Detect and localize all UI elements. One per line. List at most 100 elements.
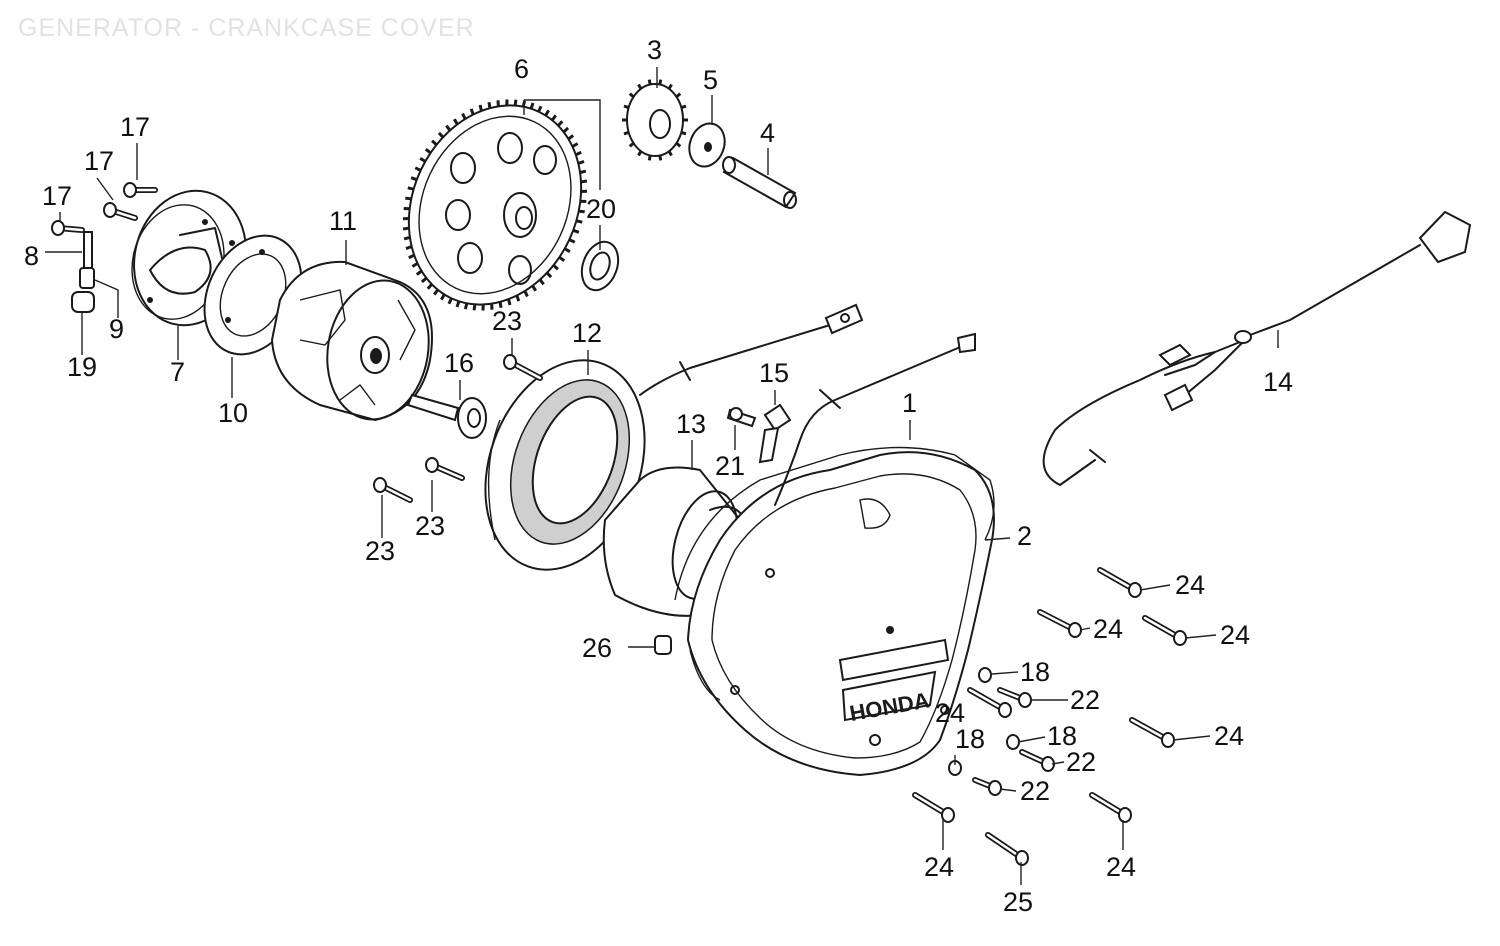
- bolt-head: [1015, 850, 1029, 866]
- gear-tooth: [568, 238, 576, 244]
- bolt-25: [985, 832, 1029, 866]
- callout-23-c: 23: [365, 536, 395, 566]
- leader-24a: [1139, 584, 1171, 591]
- spring-8: [83, 231, 93, 273]
- callout-13: 13: [676, 409, 706, 439]
- callout-23-b: 23: [415, 511, 445, 541]
- callout-24-e: 24: [1214, 721, 1244, 751]
- dowel-pin-26: [654, 635, 672, 655]
- callout-17-a: 17: [120, 112, 150, 142]
- leader-18b: [1017, 736, 1046, 743]
- gear-tooth: [433, 288, 440, 296]
- gear-tooth: [507, 298, 512, 306]
- callout-18-b: 18: [1047, 721, 1077, 751]
- callout-20: 20: [586, 194, 616, 224]
- stator-wire-harness: [639, 303, 976, 506]
- gear-tooth: [567, 134, 575, 141]
- callout-19: 19: [67, 352, 97, 382]
- callout-8: 8: [24, 241, 39, 271]
- bolt-head: [123, 182, 137, 198]
- callout-24-c: 24: [1220, 620, 1250, 650]
- bolt-head: [998, 702, 1012, 718]
- callout-15: 15: [759, 358, 789, 388]
- gear-tooth: [623, 130, 630, 136]
- washer-18-2: [1006, 734, 1020, 750]
- gear-tooth: [571, 142, 579, 148]
- gear-tooth: [445, 124, 452, 132]
- gear-tooth: [637, 83, 643, 90]
- gear-tooth: [437, 131, 445, 139]
- callout-17-c: 17: [42, 181, 72, 211]
- part-15-wire-clamp: [758, 403, 792, 464]
- callout-24-a: 24: [1175, 570, 1205, 600]
- gear-tooth: [628, 92, 635, 99]
- bolt-23-b: [425, 457, 465, 481]
- gear-tooth: [452, 118, 459, 126]
- gear-tooth: [469, 108, 475, 116]
- gear-tooth: [577, 160, 585, 165]
- bolt-24-d: [967, 687, 1012, 718]
- callout-10: 10: [218, 398, 248, 428]
- callout-2: 2: [1017, 521, 1032, 551]
- bolt-head: [51, 220, 65, 236]
- leader-18a: [991, 671, 1019, 675]
- gear-tooth: [414, 166, 422, 172]
- leader-9: [94, 279, 119, 318]
- leader-22c: [999, 788, 1017, 792]
- leader-6-20: [524, 99, 601, 190]
- bolt-head: [1018, 692, 1032, 708]
- gear-tooth: [419, 157, 427, 163]
- callout-24-f: 24: [924, 852, 954, 882]
- callout-24-d: 24: [935, 698, 965, 728]
- part-21-clamp-bolt: [726, 407, 757, 428]
- part-1-crankcase-cover: HONDA: [686, 451, 995, 777]
- callout-24-g: 24: [1106, 852, 1136, 882]
- gear-tooth: [523, 290, 529, 298]
- gear-tooth: [410, 176, 418, 182]
- gear-tooth: [552, 264, 559, 271]
- gear-tooth: [408, 253, 415, 260]
- part-14-wire-harness: [1042, 210, 1472, 486]
- callout-labels: 1 2 3 4 5 6 7 8 9 10 11 12 13 14 15 16 1…: [24, 35, 1293, 917]
- callout-21: 21: [715, 451, 745, 481]
- bolt-head: [425, 457, 439, 473]
- leader-2: [984, 537, 1011, 541]
- callout-24-b: 24: [1093, 614, 1123, 644]
- part-12-stator: [484, 359, 646, 571]
- bolt-22-b: [1019, 749, 1055, 772]
- gear-tooth: [424, 148, 432, 155]
- gear-tooth: [563, 247, 571, 253]
- leader-lines: [45, 67, 1279, 885]
- leader-24c: [1184, 634, 1217, 639]
- callout-9: 9: [109, 314, 124, 344]
- gear-tooth: [472, 304, 477, 311]
- gear-tooth: [545, 271, 553, 279]
- washer-18-1: [978, 667, 992, 683]
- part-3-reduction-gear: [622, 79, 688, 161]
- callout-23-a: 23: [492, 306, 522, 336]
- part-6-starter-driven-gear: [402, 99, 588, 311]
- gear-tooth: [405, 196, 412, 201]
- callout-22-c: 22: [1020, 776, 1050, 806]
- bolt-head: [503, 354, 517, 370]
- leader-22b: [1051, 761, 1065, 765]
- gear-tooth: [680, 130, 687, 136]
- gear-tooth: [628, 141, 635, 148]
- bolt-17-b: [103, 202, 138, 221]
- gear-tooth: [558, 255, 566, 262]
- bolt-head: [1161, 732, 1175, 748]
- bolt-24-c: [1142, 615, 1187, 646]
- bolt-head: [1068, 622, 1082, 638]
- gear-tooth: [680, 104, 687, 110]
- gear-tooth: [529, 102, 535, 110]
- bolt-23-c: [373, 477, 413, 503]
- gear-tooth: [647, 79, 652, 85]
- part-2-cover-gasket: [674, 446, 995, 701]
- gear-tooth: [667, 150, 673, 157]
- callout-11: 11: [329, 206, 357, 236]
- gear-tooth: [647, 155, 652, 161]
- roller-9: [79, 267, 95, 289]
- bolt-24-f: [912, 792, 955, 823]
- fasteners-group: [51, 182, 1187, 866]
